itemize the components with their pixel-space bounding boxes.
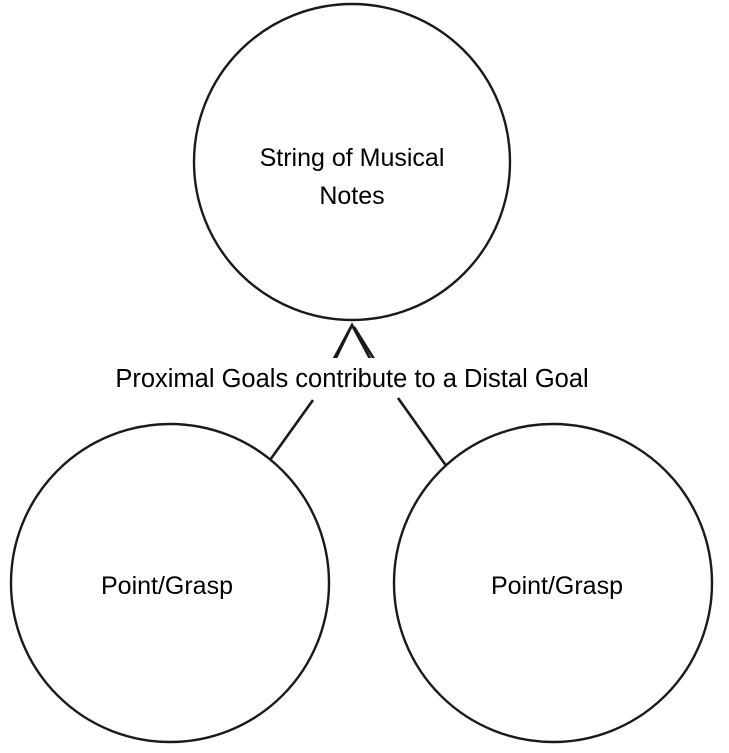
node-circle-distal-goal[interactable] <box>192 2 512 322</box>
node-label-proximal-goal-left: Point/Grasp <box>101 572 233 600</box>
node-circle-proximal-goal-right[interactable] <box>392 422 714 744</box>
edge-line-right <box>396 397 449 468</box>
edge-line-left <box>263 399 315 468</box>
node-label-distal-goal-line1: String of Musical <box>260 144 445 172</box>
node-circle-proximal-goal-left[interactable] <box>9 422 331 744</box>
node-label-proximal-goal-right: Point/Grasp <box>491 572 623 600</box>
edge-label-backdrop <box>60 358 669 392</box>
arrowhead-icon <box>328 322 376 367</box>
edge-label-text: Proximal Goals contribute to a Distal Go… <box>115 365 588 393</box>
node-label-distal-goal-line2: Notes <box>319 182 384 210</box>
